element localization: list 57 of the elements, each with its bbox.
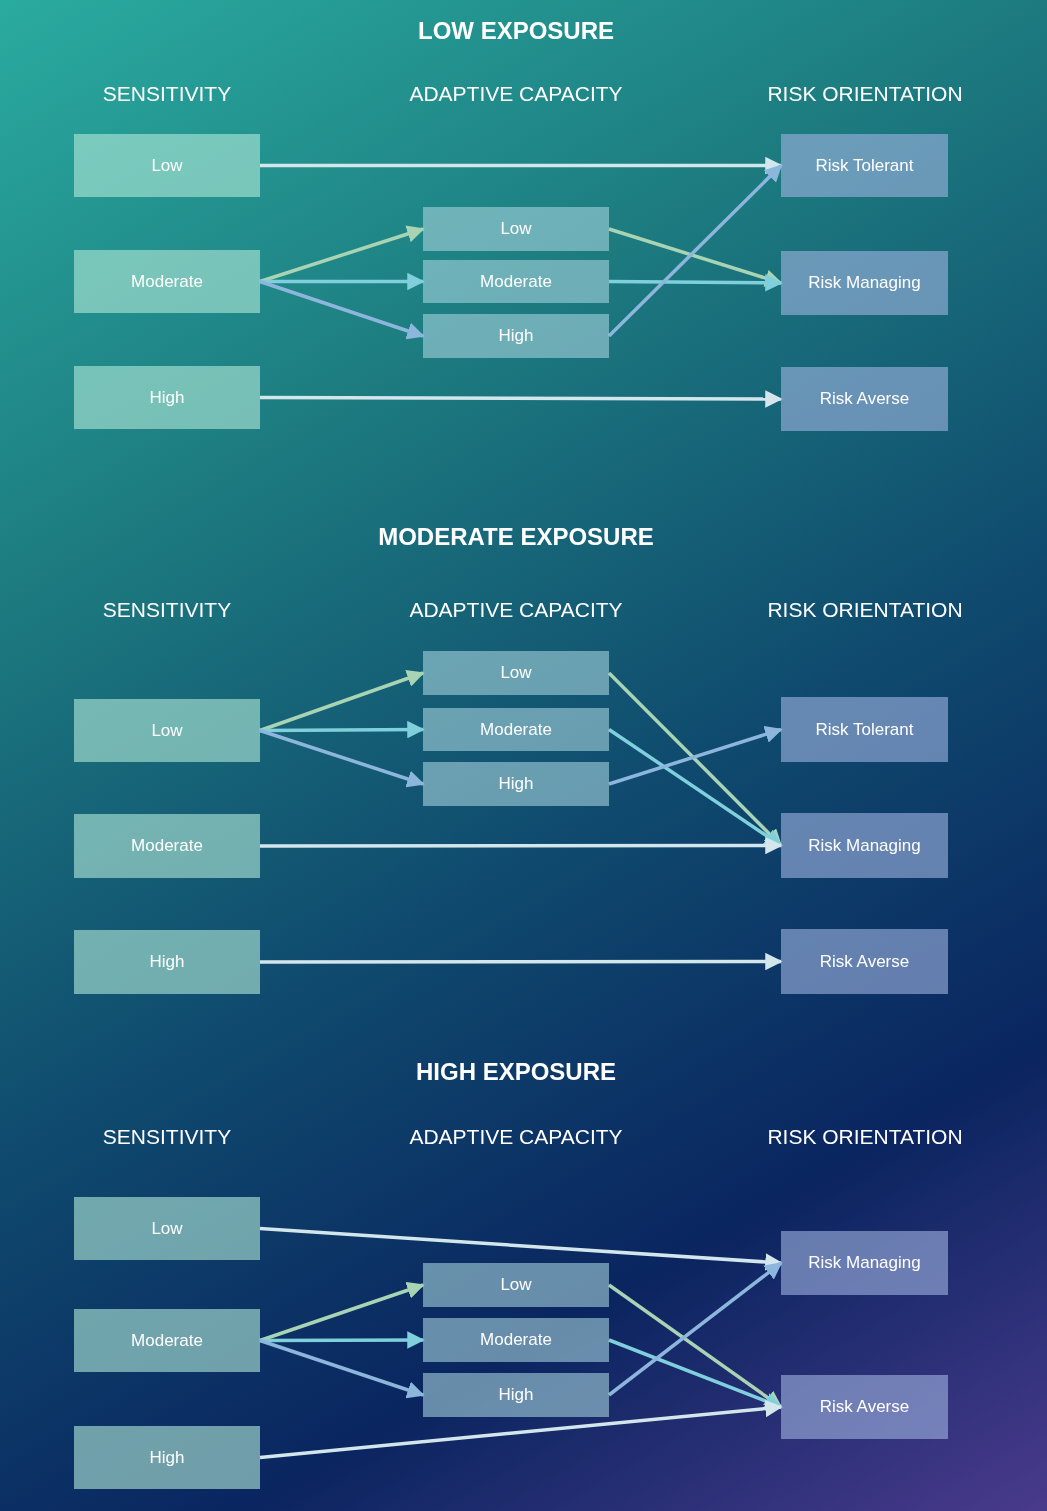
arrow bbox=[608, 1338, 783, 1410]
arrow bbox=[260, 720, 425, 739]
column-header: RISK ORIENTATION bbox=[767, 1125, 963, 1149]
arrow bbox=[608, 227, 783, 287]
sensitivity-box: Low bbox=[74, 699, 260, 762]
arrow bbox=[260, 952, 783, 971]
sensitivity-box: High bbox=[74, 366, 260, 429]
column-header: SENSITIVITY bbox=[102, 1125, 232, 1149]
arrow bbox=[260, 156, 783, 175]
arrow bbox=[260, 272, 425, 291]
arrow bbox=[259, 1226, 783, 1271]
risk-orientation-box: Risk Tolerant bbox=[781, 134, 948, 197]
capacity-box: Low bbox=[423, 1263, 609, 1307]
arrow bbox=[260, 836, 783, 855]
arrow bbox=[259, 1338, 425, 1399]
column-header: RISK ORIENTATION bbox=[767, 82, 963, 106]
arrow bbox=[607, 164, 783, 338]
section-title: HIGH EXPOSURE bbox=[416, 1058, 616, 1086]
section-title: LOW EXPOSURE bbox=[418, 17, 614, 45]
column-header: ADAPTIVE CAPACITY bbox=[409, 598, 623, 622]
sensitivity-box: High bbox=[74, 930, 260, 994]
arrow bbox=[260, 390, 783, 408]
sensitivity-box: High bbox=[74, 1426, 260, 1489]
sensitivity-box: Low bbox=[74, 1197, 260, 1260]
column-header: ADAPTIVE CAPACITY bbox=[409, 82, 623, 106]
section-title: MODERATE EXPOSURE bbox=[378, 523, 654, 551]
arrow bbox=[260, 1331, 425, 1349]
capacity-box: High bbox=[423, 1373, 609, 1417]
capacity-box: High bbox=[423, 762, 609, 806]
column-header: SENSITIVITY bbox=[102, 598, 232, 622]
risk-orientation-box: Risk Managing bbox=[781, 1231, 948, 1295]
arrow bbox=[607, 1261, 783, 1397]
risk-orientation-box: Risk Managing bbox=[781, 251, 948, 315]
sensitivity-box: Low bbox=[74, 134, 260, 197]
sensitivity-box: Moderate bbox=[74, 250, 260, 313]
capacity-box: Low bbox=[423, 207, 609, 251]
arrow bbox=[259, 1399, 783, 1460]
capacity-box: Moderate bbox=[423, 260, 609, 303]
arrow bbox=[259, 728, 425, 788]
arrow bbox=[259, 279, 425, 340]
sensitivity-box: Moderate bbox=[74, 814, 260, 878]
column-header: SENSITIVITY bbox=[102, 82, 232, 106]
column-header: ADAPTIVE CAPACITY bbox=[409, 1125, 623, 1149]
risk-orientation-box: Risk Tolerant bbox=[781, 697, 948, 762]
capacity-box: Low bbox=[423, 651, 609, 695]
risk-orientation-box: Risk Averse bbox=[781, 1375, 948, 1439]
capacity-box: Moderate bbox=[423, 708, 609, 751]
arrow bbox=[609, 274, 783, 292]
risk-orientation-box: Risk Averse bbox=[781, 929, 948, 994]
arrow bbox=[608, 728, 783, 847]
capacity-box: Moderate bbox=[423, 1318, 609, 1362]
risk-orientation-box: Risk Averse bbox=[781, 367, 948, 431]
arrow bbox=[608, 725, 783, 786]
column-header: RISK ORIENTATION bbox=[767, 598, 963, 622]
risk-orientation-box: Risk Managing bbox=[781, 813, 948, 878]
capacity-box: High bbox=[423, 314, 609, 358]
sensitivity-box: Moderate bbox=[74, 1309, 260, 1372]
